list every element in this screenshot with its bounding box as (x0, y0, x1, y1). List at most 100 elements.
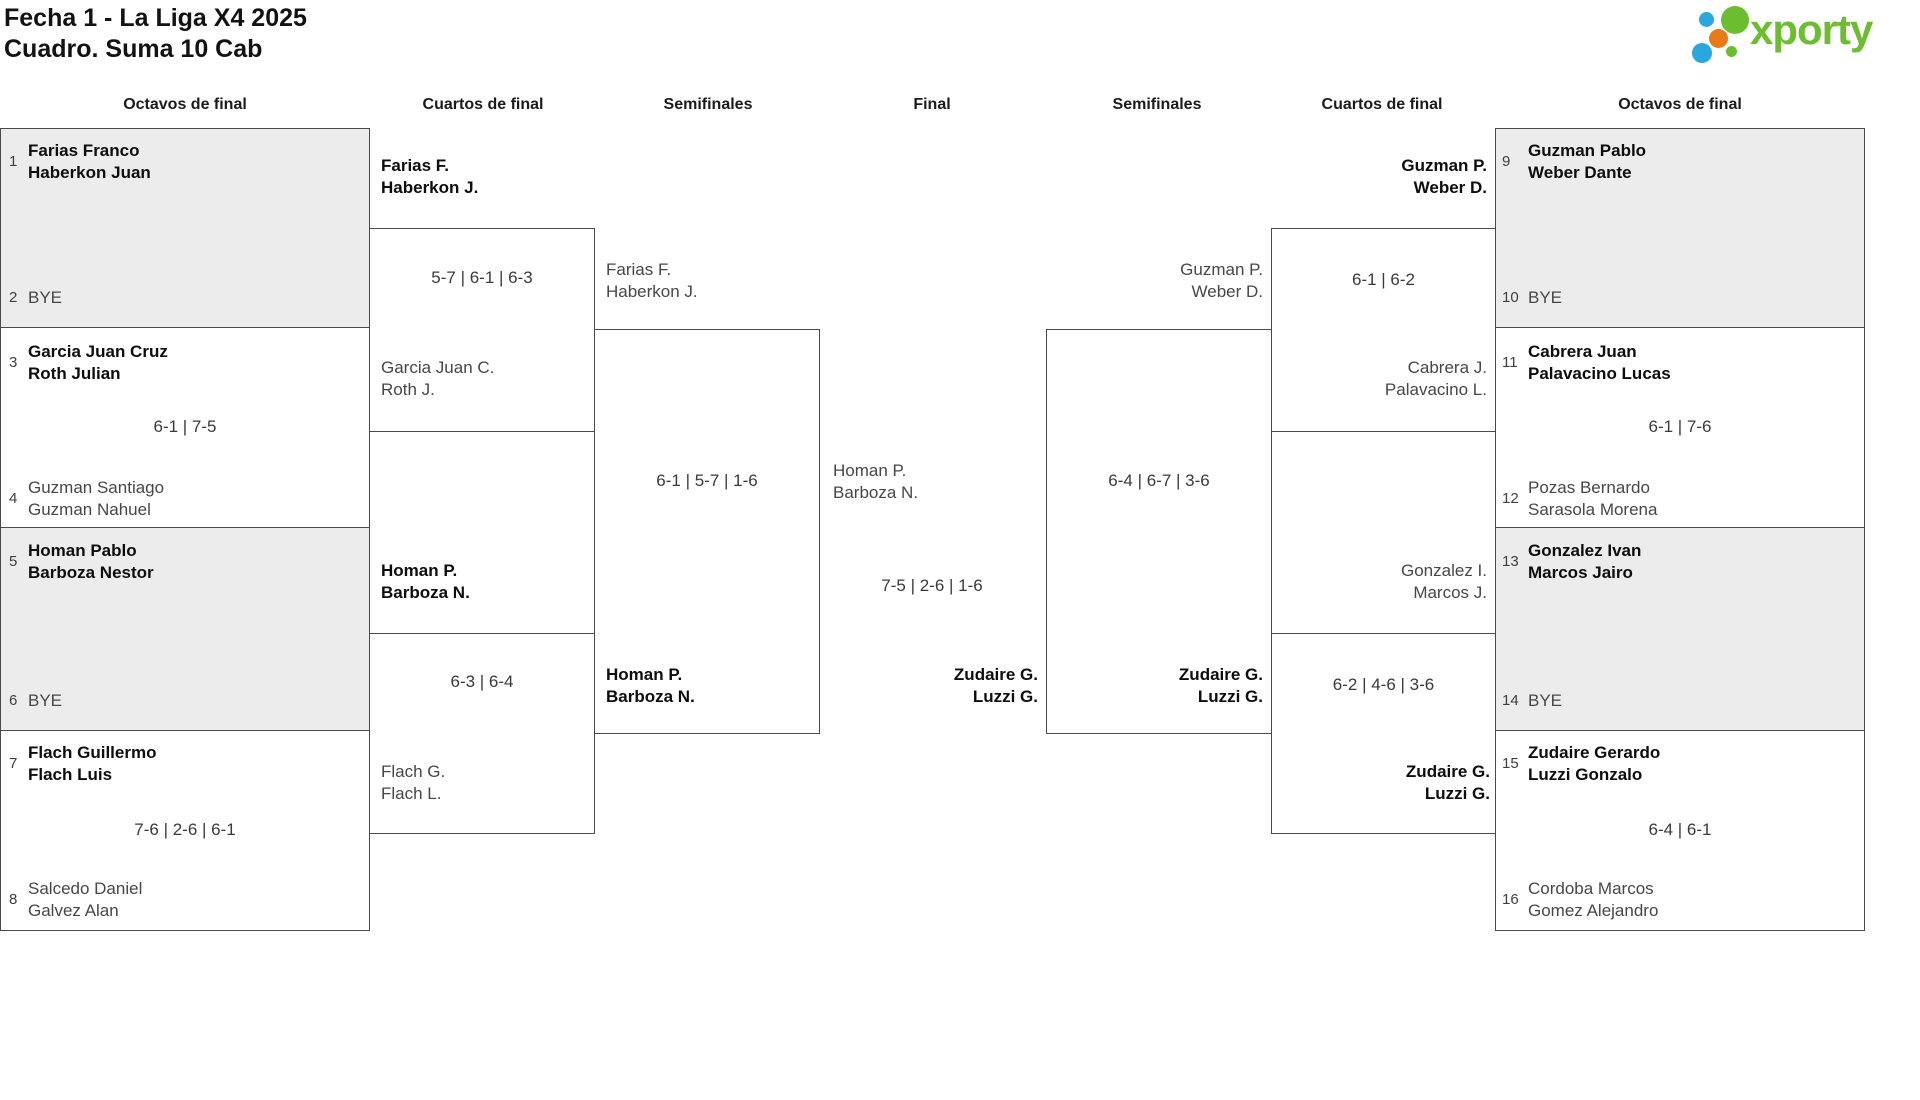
seed-number: 13 (1502, 553, 1519, 570)
player-name: Guzman P. (1180, 260, 1263, 279)
team-label: Farias F. Haberkon J. (606, 259, 698, 303)
player-name: Guzman Pablo (1528, 141, 1647, 160)
round-header-octavos-right: Octavos de final (1618, 96, 1742, 113)
xporty-logo[interactable]: xporty (1688, 4, 1898, 68)
player-name: Garcia Juan C. (381, 358, 495, 377)
team-names: Homan Pablo Barboza Nestor (28, 540, 154, 584)
team-entry: 16 Cordoba Marcos Gomez Alejandro (1502, 878, 1658, 922)
player-name: Gonzalez I. (1401, 561, 1487, 580)
player-name: Flach Guillermo (28, 743, 157, 762)
seed-number: 4 (9, 490, 18, 507)
player-name: Marcos J. (1413, 583, 1487, 602)
team-entry: 8 Salcedo Daniel Galvez Alan (9, 878, 142, 922)
player-name: Garcia Juan Cruz (28, 342, 168, 361)
team-label: Zudaire G. Luzzi G. (838, 664, 1038, 708)
player-name: Cordoba Marcos (1528, 879, 1654, 898)
seed-number: 3 (9, 354, 18, 371)
match-box-l16-3 (0, 527, 370, 731)
match-box-lsf (594, 329, 820, 734)
team-names: Zudaire Gerardo Luzzi Gonzalo (1528, 742, 1660, 786)
player-name: Farias F. (606, 260, 672, 279)
seed-number: 2 (9, 289, 18, 306)
seed-number: 12 (1502, 490, 1519, 507)
team-label: Homan P. Barboza N. (833, 460, 918, 504)
player-name: Flach L. (381, 784, 442, 803)
player-name: Pozas Bernardo (1528, 478, 1650, 497)
team-names: BYE (28, 287, 62, 309)
draw-subtitle: Cuadro. Suma 10 Cab (4, 35, 263, 63)
team-entry: 13 Gonzalez Ivan Marcos Jairo (1502, 540, 1641, 584)
player-name: Homan P. (381, 561, 458, 580)
player-name: Guzman Nahuel (28, 500, 151, 519)
player-name: Gomez Alejandro (1528, 901, 1659, 920)
seed-number: 8 (9, 891, 18, 908)
team-names: Gonzalez Ivan Marcos Jairo (1528, 540, 1641, 584)
team-entry: 1 Farias Franco Haberkon Juan (9, 140, 151, 184)
round-header-final: Final (913, 96, 951, 113)
seed-number: 16 (1502, 891, 1519, 908)
player-name: Zudaire G. (1178, 665, 1263, 684)
player-name: Weber Dante (1528, 163, 1632, 182)
match-score: 6-4 | 6-1 (1648, 820, 1712, 839)
match-box-rqf1 (1271, 228, 1496, 432)
bye-label: BYE (1528, 288, 1563, 307)
logo-dot-icon (1692, 43, 1712, 63)
seed-number: 14 (1502, 692, 1519, 709)
player-name: Salcedo Daniel (28, 879, 143, 898)
player-name: Haberkon J. (381, 178, 479, 197)
player-name: Guzman P. (1401, 156, 1487, 175)
player-name: Haberkon J. (606, 282, 698, 301)
match-score: 5-7 | 6-1 | 6-3 (431, 268, 533, 287)
player-name: Roth Julian (28, 364, 121, 383)
player-name: Zudaire Gerardo (1528, 743, 1661, 762)
logo-dot-icon (1709, 29, 1728, 48)
team-entry: 12 Pozas Bernardo Sarasola Morena (1502, 477, 1657, 521)
match-score: 6-1 | 6-2 (1351, 270, 1415, 289)
team-entry: 4 Guzman Santiago Guzman Nahuel (9, 477, 164, 521)
match-score: 6-3 | 6-4 (450, 672, 514, 691)
player-name: Gonzalez Ivan (1528, 541, 1642, 560)
match-score: 6-1 | 7-6 (1648, 417, 1712, 436)
player-name: Marcos Jairo (1528, 563, 1633, 582)
logo-dot-icon (1726, 46, 1737, 57)
team-label: Zudaire G. Luzzi G. (1270, 761, 1490, 805)
seed-number: 1 (9, 153, 18, 170)
player-name: Farias F. (381, 156, 450, 175)
team-label: Zudaire G. Luzzi G. (1043, 664, 1263, 708)
team-entry-bye: 14 BYE (1502, 690, 1562, 712)
player-name: Guzman Santiago (28, 478, 165, 497)
player-name: Farias Franco (28, 141, 140, 160)
player-name: Roth J. (381, 380, 435, 399)
seed-number: 7 (9, 755, 18, 772)
team-label: Flach G. Flach L. (381, 761, 445, 805)
team-entry-bye: 6 BYE (9, 690, 62, 712)
team-names: Farias Franco Haberkon Juan (28, 140, 151, 184)
player-name: Luzzi G. (972, 687, 1038, 706)
player-name: Cabrera Juan (1528, 342, 1637, 361)
round-header-cuartos-left: Cuartos de final (422, 96, 544, 113)
player-name: Luzzi G. (1197, 687, 1263, 706)
team-label: Homan P. Barboza N. (606, 664, 695, 708)
match-box-rsf (1046, 329, 1272, 734)
player-name: Luzzi Gonzalo (1528, 765, 1643, 784)
match-score: 7-5 | 2-6 | 1-6 (881, 576, 983, 595)
team-label: Homan P. Barboza N. (381, 560, 470, 604)
player-name: Galvez Alan (28, 901, 119, 920)
match-score: 7-6 | 2-6 | 6-1 (134, 820, 236, 839)
player-name: Barboza N. (606, 687, 695, 706)
round-header-cuartos-right: Cuartos de final (1321, 96, 1443, 113)
player-name: Homan P. (606, 665, 683, 684)
player-name: Homan Pablo (28, 541, 137, 560)
player-name: Barboza N. (381, 583, 470, 602)
player-name: Homan P. (833, 461, 907, 480)
seed-number: 6 (9, 692, 18, 709)
team-names: Guzman Pablo Weber Dante (1528, 140, 1646, 184)
team-names: Garcia Juan Cruz Roth Julian (28, 341, 168, 385)
team-names: Salcedo Daniel Galvez Alan (28, 878, 142, 922)
bye-label: BYE (28, 691, 63, 710)
bye-label: BYE (28, 288, 63, 307)
seed-number: 5 (9, 553, 18, 570)
team-entry: 3 Garcia Juan Cruz Roth Julian (9, 341, 168, 385)
brand-wordmark: xporty (1750, 6, 1873, 53)
